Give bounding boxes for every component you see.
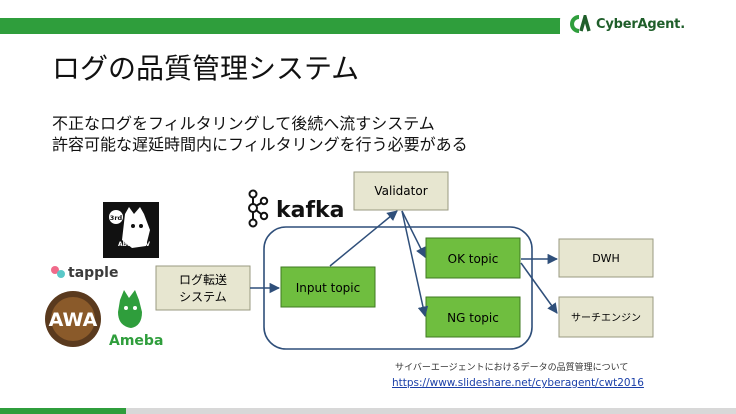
search-engine-label: サーチエンジン	[571, 312, 641, 324]
ng-topic-box	[425, 296, 521, 338]
arrow-ok-to-search	[520, 262, 558, 314]
ameba-logo: Ameba	[109, 290, 163, 349]
awa-text: AWA	[49, 309, 98, 331]
validator-label: Validator	[374, 184, 427, 198]
kafka-logo: kafka	[248, 189, 345, 228]
dwh-box	[558, 238, 654, 278]
dwh-label: DWH	[592, 252, 620, 265]
ameba-icon	[118, 290, 142, 328]
subtitle-line-2: 許容可能な遅延時間内にフィルタリングを行う必要がある	[52, 135, 468, 154]
log-transfer-label-1: ログ転送	[179, 272, 227, 287]
footer-bar	[126, 408, 736, 414]
footer-accent-bar	[0, 408, 126, 414]
abema-text: AbemaTV	[118, 241, 150, 248]
source-caption: サイバーエージェントにおけるデータの品質管理について	[395, 363, 629, 373]
input-topic-box	[280, 266, 376, 308]
input-topic-label: Input topic	[296, 281, 360, 295]
kafka-icon	[248, 189, 269, 228]
awa-app-icon: AWA	[45, 291, 101, 347]
header-bar	[0, 18, 736, 34]
ng-topic-label: NG topic	[447, 311, 499, 325]
source-link[interactable]: https://www.slideshare.net/cyberagent/cw…	[392, 377, 644, 389]
cyberagent-mark-icon	[570, 15, 591, 33]
search-engine-box	[558, 296, 654, 338]
tapple-icon	[51, 266, 59, 274]
ok-topic-label: OK topic	[448, 252, 499, 266]
ameba-text: Ameba	[109, 333, 163, 349]
arrow-input-to-validator	[329, 210, 398, 267]
abema-badge: 3rd	[110, 214, 123, 222]
log-transfer-label-2: システム	[179, 290, 227, 304]
logo-tab	[560, 10, 736, 38]
logo-text: CyberAgent.	[596, 16, 685, 32]
cyberagent-logo: CyberAgent.	[570, 12, 685, 36]
page-title: ログの品質管理システム	[52, 52, 360, 85]
arrow-validator-to-ng	[401, 210, 429, 318]
subtitle-line-1: 不正なログをフィルタリングして後続へ流すシステム	[52, 114, 435, 133]
tapple-text: tapple	[68, 265, 118, 281]
tapple-logo: tapple	[51, 265, 118, 281]
kafka-text: kafka	[276, 198, 345, 223]
ok-topic-box	[425, 237, 521, 279]
abematv-app-icon: 3rd AbemaTV	[103, 202, 159, 258]
arrow-validator-to-ok	[401, 210, 426, 258]
validator-box	[353, 171, 449, 211]
